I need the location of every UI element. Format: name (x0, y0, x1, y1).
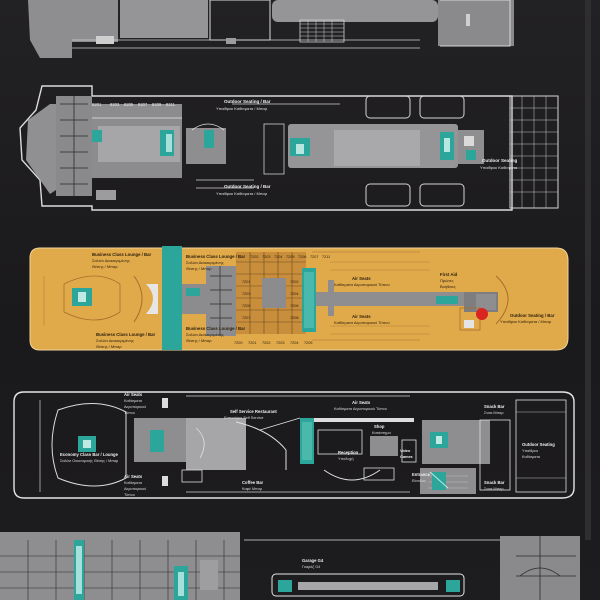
air-seats-label-bottom: Air Seats (352, 314, 371, 319)
cabin-number: 8201 (92, 102, 102, 107)
deck-5-garage-partial: Garage G4 Γκαράζ G4 (0, 532, 580, 600)
business-lounge-label-bottom: Business Class Lounge / Bar (96, 332, 156, 337)
economy-lounge-label: Economy Class Bar / Lounge (60, 452, 119, 457)
cabin-number: 7211 (322, 255, 330, 259)
snack-bar-label-top-greek: Σνακ Μπαρ (484, 411, 504, 415)
reception-label: Reception (338, 450, 359, 455)
cabin-number: 7203 (262, 255, 270, 259)
garage-label-greek: Γκαράζ G4 (302, 565, 320, 569)
air-seats-label-top-greek: Καθίσματα Αεροπορικού Τύπου (334, 282, 390, 287)
cabin-number: 7202 (290, 280, 298, 284)
deck-6-economy-class: Air Seats Καθίσματα Αεροπορικού Τύπου Ec… (13, 391, 575, 499)
business-lounge-label-bottom-greek: Σαλόνι Διακεκριμένης (96, 338, 134, 343)
video-games-label: Video (400, 449, 411, 453)
business-lounge-label-right-bottom-greek: Σαλόνι Διακεκριμένης (186, 332, 224, 337)
cabin-number: 7207 (310, 255, 318, 259)
self-service-label: Self Service Restaurant (230, 409, 277, 414)
business-lounge-label-bottom-greek2: Θέσης / Μπαρ (96, 344, 122, 349)
cabin-number: 7205 (242, 304, 250, 308)
air-seats-label-bl-g3: Τύπου (124, 493, 135, 497)
outdoor-bar-label-bottom-greek: Υπαίθριοι Καθίσματα / Μπαρ (216, 191, 268, 196)
outdoor-seating-label: Outdoor Seating (482, 158, 517, 163)
business-lounge-label-top-greek2: Θέσης / Μπαρ (92, 264, 118, 269)
cabin-number: 7204 (290, 341, 298, 345)
outdoor-seating-label-greek: Υπαίθριοι Καθίσματα (480, 165, 518, 170)
cabin-number: 7204 (274, 255, 282, 259)
air-seats-label-top-greek: Καθίσματα Αεροπορικού Τύπου (334, 407, 387, 411)
cabin-number: 7207 (242, 316, 250, 320)
self-service-label-greek: Εστιατόριο Self Service (224, 416, 263, 420)
outdoor-bar-label: Outdoor Seating / Bar (510, 313, 555, 318)
outdoor-seating-label: Outdoor Seating (522, 442, 555, 447)
cabin-number: 8207 (138, 102, 148, 107)
cabin-number: 7205 (286, 255, 294, 259)
snack-bar-label-top: Snack Bar (484, 404, 505, 409)
cabin-number: 7204 (290, 292, 298, 296)
first-aid-label: First Aid (440, 272, 458, 277)
economy-lounge-label-greek: Σαλόνι Οικονομικής Θέσης / Μπαρ (60, 459, 119, 463)
air-seats-label-bottom-greek: Καθίσματα Αεροπορικού Τύπου (334, 320, 390, 325)
cabin-number: 7200 (234, 341, 242, 345)
coffee-bar-label-greek: Καφέ Μπαρ (242, 487, 263, 491)
helipad-icon (466, 150, 476, 160)
business-lounge-label-top-greek: Σαλόνι Διακεκριμένης (92, 258, 130, 263)
shop-label: Shop (374, 424, 385, 429)
outdoor-bar-label-bottom: Outdoor Seating / Bar (224, 184, 271, 189)
air-seats-label-tl-g3: Τύπου (124, 411, 135, 415)
deck-9-partial (28, 0, 514, 58)
cabin-number: 7201 (248, 341, 256, 345)
cabin-number: 7201 (242, 280, 250, 284)
first-aid-label-greek: Πρώτες (440, 278, 454, 283)
air-seats-label-top: Air Seats (352, 400, 371, 405)
cabin-number: 7205 (304, 341, 312, 345)
video-games-label-2: Games (400, 455, 413, 459)
garage-label: Garage G4 (302, 558, 324, 563)
cabin-number: 7202 (250, 255, 258, 259)
business-lounge-label-right: Business Class Lounge / Bar (186, 254, 246, 259)
air-seats-label-top: Air Seats (352, 276, 371, 281)
you-are-here-marker (476, 308, 488, 320)
air-seats-label-tl: Air Seats (124, 392, 143, 397)
entrance-label-greek: Είσοδος (412, 479, 426, 483)
snack-bar-label-bottom: Snack Bar (484, 480, 505, 485)
coffee-bar-label: Coffee Bar (242, 480, 264, 485)
business-lounge-label-top: Business Class Lounge / Bar (92, 252, 152, 257)
outdoor-bar-label-top-greek: Υπαίθριοι Καθίσματα / Μπαρ (216, 106, 268, 111)
outdoor-bar-label-greek: Υπαίθριοι Καθίσματα / Μπαρ (500, 319, 552, 324)
cabin-number: 7203 (276, 341, 284, 345)
outdoor-seating-label-g1: Υπαίθριοι (522, 449, 538, 453)
business-lounge-label-right-greek2: Θέσης / Μπαρ (186, 266, 212, 271)
deck-7-business-class: Business Class Lounge / Bar Σαλόνι Διακε… (29, 246, 569, 351)
air-seats-label-bl: Air Seats (124, 474, 143, 479)
air-seats-label-bl-g2: Αεροπορικού (124, 487, 146, 491)
first-aid-label-greek2: Βοήθειες (440, 284, 456, 289)
entrance-label: Entrance (412, 472, 431, 477)
shop-label-greek: Κατάστημα (372, 431, 391, 435)
cabin-number: 8209 (152, 102, 162, 107)
cabin-number: 7208 (290, 316, 298, 320)
cabin-number: 8203 (110, 102, 120, 107)
cabin-number: 8211 (166, 102, 176, 107)
outdoor-bar-label-top: Outdoor Seating / Bar (224, 99, 271, 104)
cabin-number: 7202 (262, 341, 270, 345)
deck-8: 8201 8203 8205 8207 8209 8211 Outdoor Se… (19, 85, 559, 211)
outdoor-seating-label-g2: Καθίσματα (522, 455, 541, 459)
business-lounge-label-right-bottom-greek2: Θέσης / Μπαρ (186, 338, 212, 343)
snack-bar-label-bottom-greek: Σνακ Μπαρ (484, 487, 504, 491)
air-seats-label-tl-g1: Καθίσματα (124, 399, 143, 403)
cabin-number: 7203 (242, 292, 250, 296)
cabin-number: 7206 (298, 255, 306, 259)
business-lounge-label-right-greek: Σαλόνι Διακεκριμένης (186, 260, 224, 265)
cabin-number: 7206 (290, 304, 298, 308)
air-seats-label-bl-g1: Καθίσματα (124, 481, 143, 485)
reception-label-greek: Υποδοχή (338, 457, 353, 461)
air-seats-label-tl-g2: Αεροπορικού (124, 405, 146, 409)
cabin-number: 8205 (124, 102, 134, 107)
business-lounge-label-right-bottom: Business Class Lounge / Bar (186, 326, 246, 331)
